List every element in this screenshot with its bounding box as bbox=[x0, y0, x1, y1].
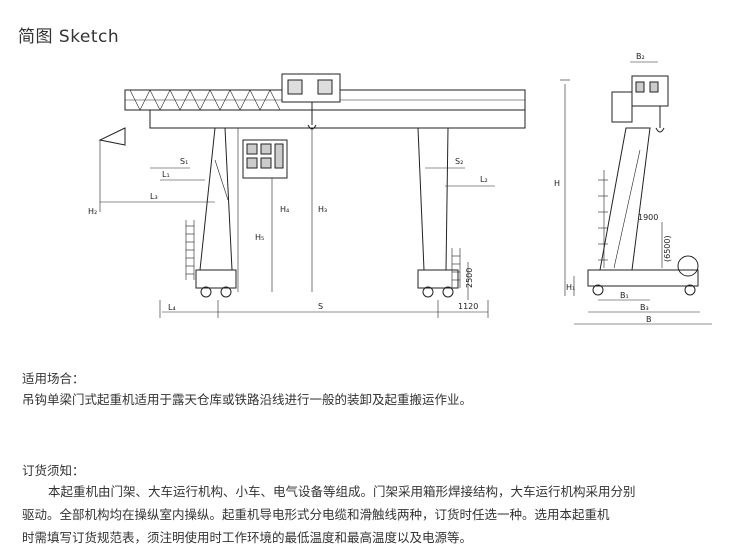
label-2500: 2500 bbox=[465, 268, 474, 288]
label-6500: (6500) bbox=[663, 235, 672, 262]
left-leg bbox=[199, 127, 233, 271]
application-text: 吊钩单梁门式起重机适用于露天仓库或铁路沿线进行一般的装卸及起重搬运作业。 bbox=[22, 392, 473, 407]
ordering-title: 订货须知： bbox=[22, 463, 85, 478]
label-b3: B₃ bbox=[640, 303, 649, 312]
gantry-crane-sketch: S₁ S₂ L₁ L₂ L₃ L₄ H₂ H₄ H₅ H₃ 2500 S 112… bbox=[88, 52, 712, 325]
ordering-line-1: 本起重机由门架、大车运行机构、小车、电气设备等组成。门架采用箱形焊接结构，大车运… bbox=[48, 484, 636, 499]
label-1120: 1120 bbox=[458, 302, 478, 311]
label-1900: 1900 bbox=[638, 213, 658, 222]
right-leg bbox=[417, 127, 449, 271]
label-b: B bbox=[646, 315, 652, 324]
label-l1: L₁ bbox=[162, 170, 170, 179]
label-s: S bbox=[318, 302, 323, 311]
label-b2: B₂ bbox=[636, 52, 645, 61]
right-ladder bbox=[451, 248, 461, 288]
label-s1: S₁ bbox=[180, 157, 188, 166]
ordering-line-3: 时需填写订货规范表，须注明使用时工作环境的最低温度和最高温度以及电源等。 bbox=[22, 530, 473, 545]
label-h4: H₄ bbox=[280, 205, 289, 214]
side-view bbox=[560, 61, 712, 325]
label-h: H bbox=[554, 179, 560, 188]
sketch-heading: 简图 Sketch bbox=[18, 27, 120, 47]
ordering-line-2: 驱动。全部机构均在操纵室内操纵。起重机导电形式分电缆和滑触线两种，订货时任选一种… bbox=[22, 507, 610, 522]
label-b1: B₁ bbox=[620, 291, 629, 300]
label-h5: H₅ bbox=[255, 233, 264, 242]
label-l2: L₂ bbox=[480, 175, 488, 184]
label-h2: H₂ bbox=[88, 207, 97, 216]
application-title: 适用场合： bbox=[22, 371, 85, 386]
left-ladder bbox=[185, 220, 195, 280]
label-s2: S₂ bbox=[455, 157, 463, 166]
label-h3: H₃ bbox=[318, 205, 327, 214]
label-l3: L₃ bbox=[150, 192, 158, 201]
label-h1: H₁ bbox=[566, 283, 575, 292]
label-l4: L₄ bbox=[168, 303, 176, 312]
